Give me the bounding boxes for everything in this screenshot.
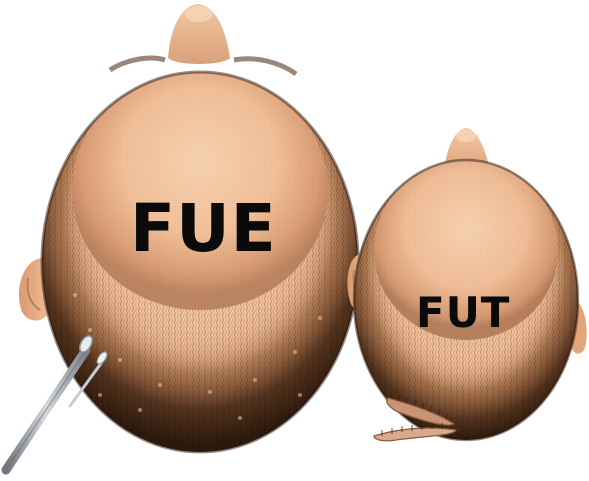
- fue-label: FUE: [130, 196, 277, 262]
- fut-label: FUT: [416, 292, 510, 334]
- fut-head: [347, 128, 586, 440]
